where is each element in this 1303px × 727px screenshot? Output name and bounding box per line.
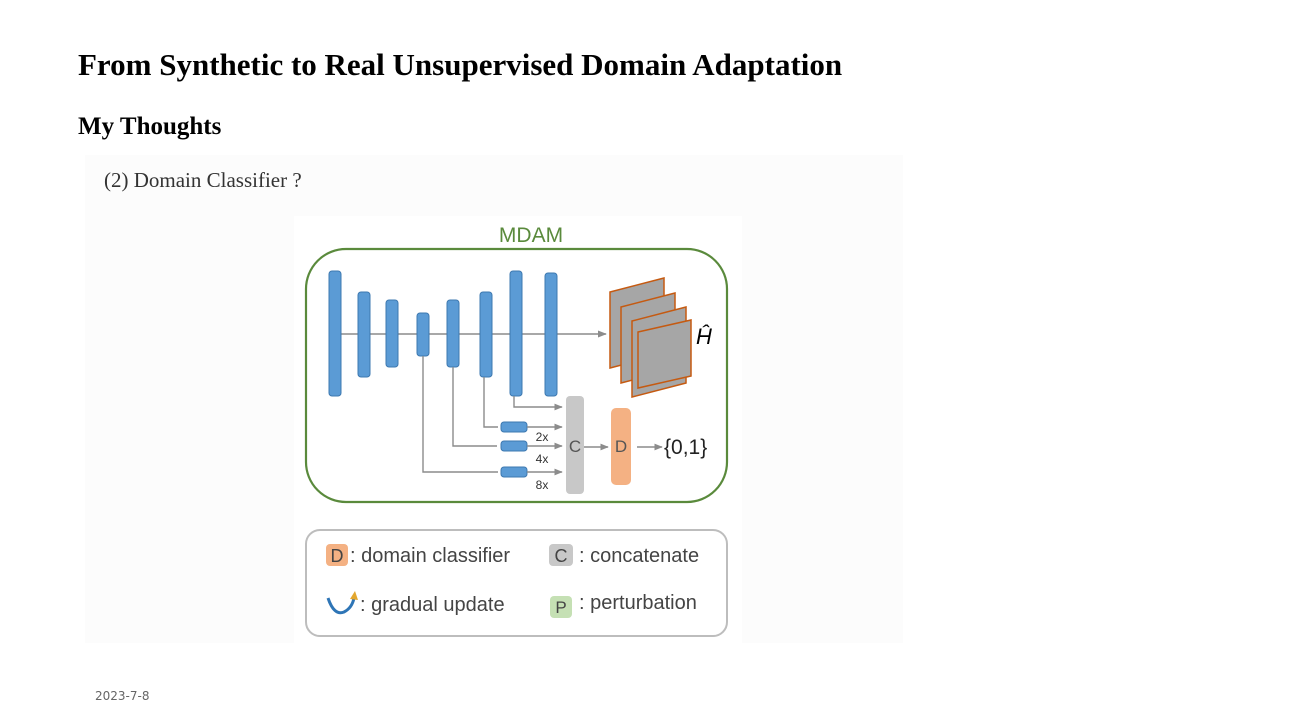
svg-text:C: C — [555, 546, 568, 566]
output-label: Ĥ — [696, 324, 712, 349]
classifier-node — [611, 408, 631, 485]
legend-concat-key — [549, 544, 573, 566]
legend-perturb-key — [550, 596, 572, 618]
legend-box — [305, 529, 728, 637]
layer-5 — [446, 299, 460, 368]
page-title: From Synthetic to Real Unsupervised Doma… — [78, 47, 843, 82]
layer-8 — [544, 272, 558, 397]
svg-text:P: P — [555, 598, 566, 617]
upsample-blocks — [500, 421, 528, 478]
mdam-diagram: MDAM Ĥ — [294, 216, 742, 644]
legend-update-text: : gradual update — [360, 594, 505, 616]
mdam-label: MDAM — [499, 224, 563, 247]
legend-perturb-text: : perturbation — [579, 592, 697, 614]
skip-connections — [422, 356, 563, 473]
layer-4 — [416, 312, 430, 357]
legend-concat-text: : concatenate — [579, 545, 699, 567]
legend-classifier-text: : domain classifier — [350, 545, 510, 567]
mdam-frame — [304, 247, 729, 504]
svg-text:D: D — [331, 546, 344, 566]
upsample-label-4x: 4x — [536, 452, 549, 466]
slide-date: 2023-7-8 — [95, 689, 150, 703]
concat-node-label: C — [569, 437, 581, 456]
upsample-label-2x: 2x — [536, 430, 549, 444]
gradual-update-icon — [326, 591, 358, 615]
layer-7 — [509, 270, 523, 397]
upsample-label-8x: 8x — [536, 478, 549, 492]
figure-caption: (2) Domain Classifier ? — [104, 168, 302, 192]
network-layers — [328, 270, 558, 397]
layer-1 — [328, 270, 342, 397]
output-set: {0,1} — [664, 436, 707, 459]
section-heading: My Thoughts — [78, 113, 222, 140]
output-feature-maps — [609, 277, 692, 398]
layer-2 — [357, 291, 371, 378]
concat-node — [566, 396, 584, 494]
legend-classifier-key — [326, 544, 348, 566]
classifier-node-label: D — [615, 437, 627, 456]
upsample-arrows — [527, 423, 563, 476]
layer-6 — [479, 291, 493, 378]
layer-3 — [385, 299, 399, 368]
